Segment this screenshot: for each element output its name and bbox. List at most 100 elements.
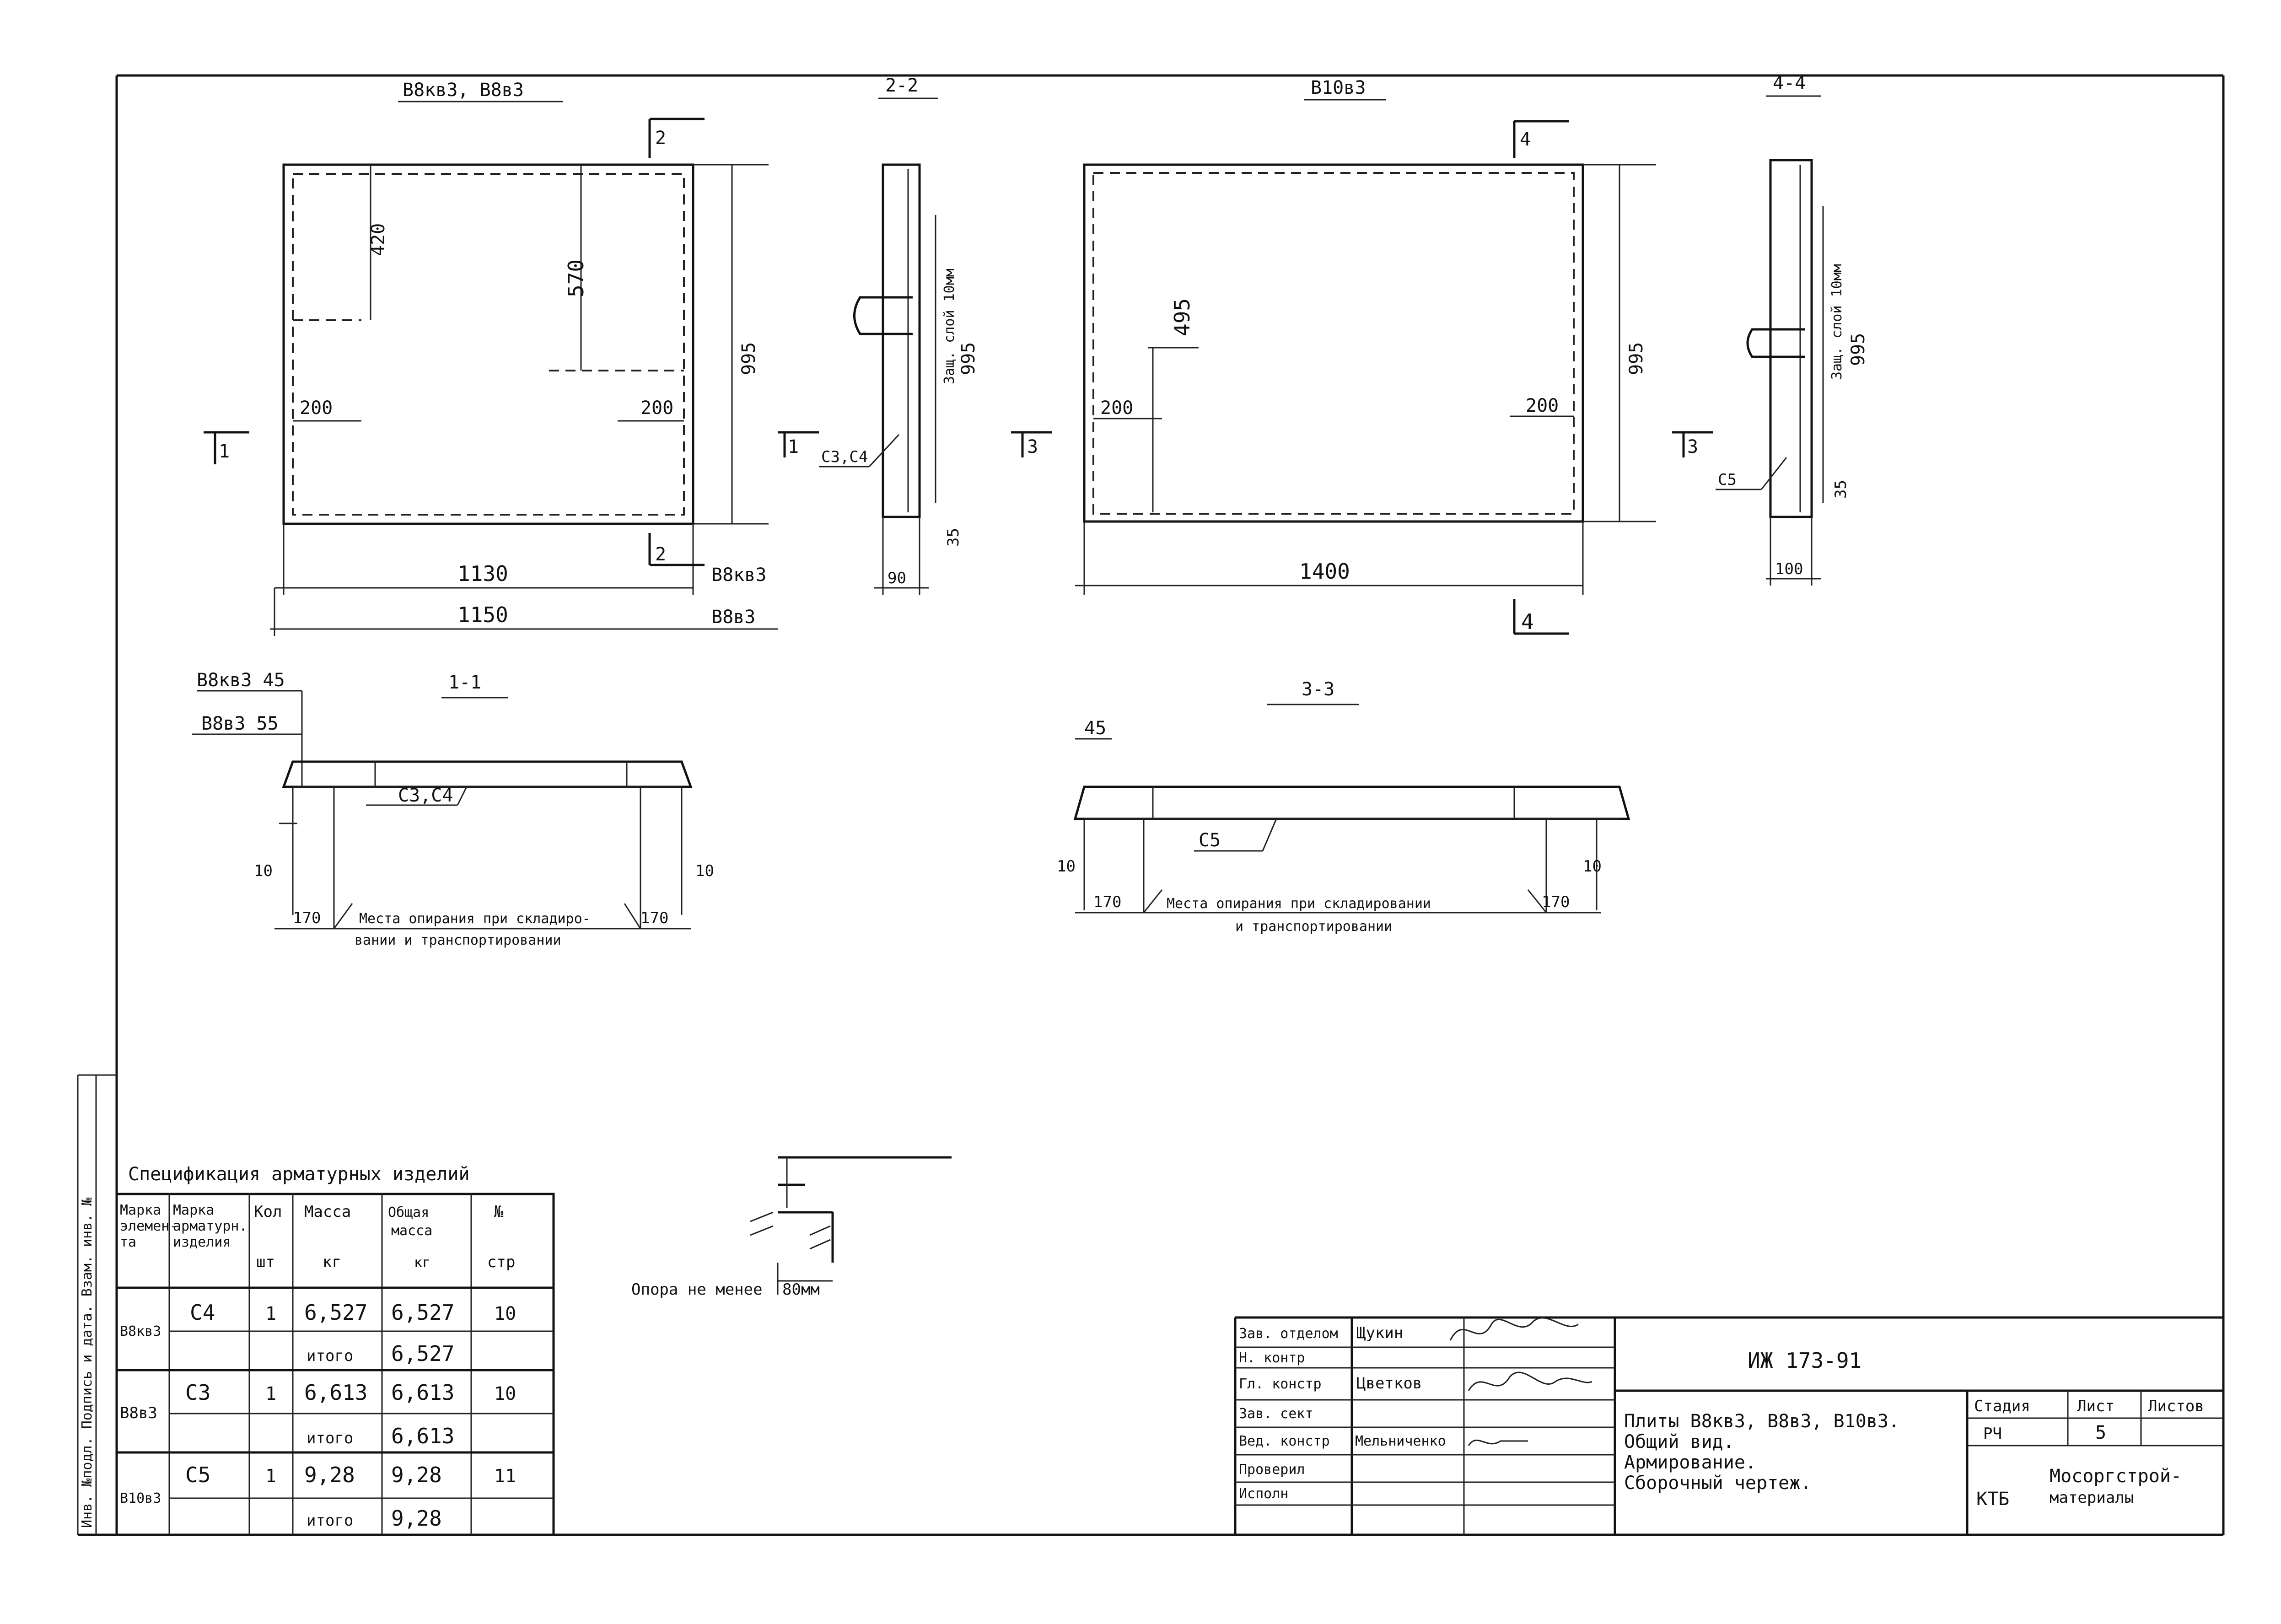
- sec33-callout: С5: [1199, 830, 1221, 851]
- tb-desc-1: Плиты B8кв3, B8в3, B10в3.: [1624, 1411, 1899, 1432]
- label-b8v3: B8в3: [711, 607, 755, 628]
- dim-995: 995: [738, 342, 759, 375]
- support-label: Опора не менее: [631, 1280, 763, 1299]
- cut-3-left: 3: [1027, 436, 1038, 457]
- spec-r3-page: 11: [494, 1466, 516, 1487]
- tb-doc-code: ИЖ 173-91: [1748, 1348, 1861, 1373]
- sec11-note2: вании и транспортировании: [355, 932, 561, 948]
- spec-r3-total: 9,28: [391, 1463, 442, 1487]
- spec-title: Спецификация арматурных изделий: [128, 1164, 470, 1185]
- tb-role-4: Зав. сект: [1239, 1406, 1313, 1422]
- tb-name-5: Мельниченко: [1355, 1433, 1446, 1449]
- spec-h-item-2: арматурн.: [173, 1218, 247, 1234]
- dim-495: 495: [1170, 298, 1194, 336]
- tb-sheets-label: Листов: [2148, 1397, 2204, 1415]
- tb-role-1: Зав. отделом: [1239, 1326, 1338, 1342]
- dim-200-left: 200: [300, 398, 333, 419]
- dim-1400: 1400: [1299, 559, 1350, 584]
- tb-org-left: КТБ: [1976, 1489, 2009, 1510]
- signature-shchukin: [1449, 1317, 1579, 1341]
- dim-1150: 1150: [457, 602, 508, 627]
- tb-stage: РЧ: [1983, 1425, 2002, 1443]
- spec-h-page-2: стр: [487, 1253, 515, 1271]
- tb-role-2: Н. контр: [1239, 1350, 1305, 1366]
- spec-table: Спецификация арматурных изделий Марка эл…: [115, 1164, 555, 1536]
- dim-995-b10: 995: [1626, 342, 1647, 375]
- spec-h-elem-2: элемен-: [120, 1218, 178, 1234]
- cut-2-bottom: 2: [655, 544, 666, 565]
- tb-sheet-label: Лист: [2077, 1397, 2114, 1415]
- spec-r2-total: 6,613: [391, 1380, 454, 1405]
- support-detail: Опора не менее 80мм: [631, 1156, 952, 1299]
- spec-h-total-3: кг: [414, 1255, 430, 1271]
- spec-r1-total: 6,527: [391, 1300, 454, 1325]
- sec22-35: 35: [944, 528, 963, 547]
- plan1-title: B8кв3, B8в3: [403, 80, 524, 101]
- tb-sheet: 5: [2095, 1422, 2106, 1443]
- sec22-callout: С3,С4: [821, 448, 868, 466]
- sec44-note: Защ. слой 10мм: [1829, 264, 1845, 380]
- sec33-title: 3-3: [1302, 679, 1334, 700]
- dim-200-right: 200: [640, 398, 673, 419]
- spec-r1-sum-total: 6,527: [391, 1341, 454, 1366]
- spec-r2-sum-total: 6,613: [391, 1424, 454, 1448]
- side-stamp: Инв. №подл. Подпись и дата. Взам. инв. №: [79, 1198, 95, 1528]
- spec-h-item-3: изделия: [173, 1234, 231, 1250]
- spec-h-total-2: масса: [391, 1223, 432, 1239]
- title-block: Зав. отделом Щукин Н. контр Гл. констр Ц…: [1234, 1316, 2223, 1535]
- spec-r2-qty: 1: [265, 1383, 276, 1404]
- tb-desc-3: Армирование.: [1624, 1452, 1756, 1473]
- spec-r1-mass: 6,527: [304, 1300, 367, 1325]
- plan-b10: B10в3 495 200 200 995 1400 4 4 3 3: [1011, 77, 1713, 635]
- signature-melnichenko: [1468, 1439, 1528, 1446]
- section-2-2: 2-2 Защ. слой 10мм 995 35 90 С3,С4: [819, 75, 979, 595]
- spec-h-qty-2: шт: [256, 1253, 275, 1271]
- sec11-10a: 10: [254, 862, 273, 880]
- sec11-label45: B8кв3 45: [197, 670, 285, 691]
- dim-1130: 1130: [457, 561, 508, 586]
- section-1-1: 1-1 B8кв3 45 B8в3 55 С3,С4 10 10 170 170…: [192, 670, 714, 948]
- sec44-100: 100: [1775, 560, 1803, 578]
- sec11-label55: B8в3 55: [201, 713, 279, 734]
- dim-200-left-b10: 200: [1100, 398, 1133, 419]
- support-value: 80мм: [782, 1280, 820, 1299]
- tb-role-5: Вед. констр: [1239, 1433, 1330, 1449]
- sec33-note1: Места опирания при складировании: [1167, 896, 1431, 912]
- spec-h-page: №: [494, 1203, 504, 1221]
- sec22-title: 2-2: [885, 75, 918, 96]
- sec44-callout: С5: [1718, 471, 1737, 489]
- spec-r2-elem: B8в3: [120, 1404, 157, 1422]
- tb-stage-label: Стадия: [1974, 1397, 2030, 1415]
- sec11-note1: Места опирания при складиро-: [359, 911, 591, 927]
- spec-r2-item: С3: [185, 1380, 210, 1405]
- spec-r1-page: 10: [494, 1303, 516, 1324]
- spec-r3-sum-total: 9,28: [391, 1506, 442, 1531]
- sec33-170a: 170: [1093, 893, 1121, 911]
- spec-r2-mass: 6,613: [304, 1380, 367, 1405]
- dim-420: 420: [368, 223, 389, 256]
- spec-h-qty: Кол: [254, 1203, 282, 1221]
- sec22-995: 995: [958, 342, 979, 375]
- dim-200-right-b10: 200: [1526, 395, 1559, 416]
- label-b8kv3: B8кв3: [711, 565, 766, 586]
- spec-h-mass: Масса: [304, 1203, 351, 1221]
- spec-h-elem: Марка: [120, 1202, 161, 1218]
- spec-r3-elem: B10в3: [120, 1490, 161, 1506]
- sec33-45: 45: [1084, 718, 1106, 739]
- dim-570: 570: [564, 259, 588, 297]
- sec33-170b: 170: [1542, 893, 1570, 911]
- spec-r3-mass: 9,28: [304, 1463, 355, 1487]
- sec44-995: 995: [1848, 333, 1869, 366]
- sec11-title: 1-1: [448, 672, 481, 693]
- sec22-90: 90: [888, 569, 906, 587]
- tb-role-3: Гл. констр: [1239, 1376, 1322, 1392]
- plan2-title: B10в3: [1311, 77, 1366, 98]
- spec-r1-sum-label: итого: [307, 1347, 353, 1365]
- cut-4-top: 4: [1520, 129, 1531, 150]
- spec-h-elem-3: та: [120, 1234, 136, 1250]
- sec22-note: Защ. слой 10мм: [941, 269, 958, 384]
- sec11-170b: 170: [640, 909, 668, 927]
- cut-1-left: 1: [219, 441, 230, 462]
- spec-r1-item: С4: [190, 1300, 215, 1325]
